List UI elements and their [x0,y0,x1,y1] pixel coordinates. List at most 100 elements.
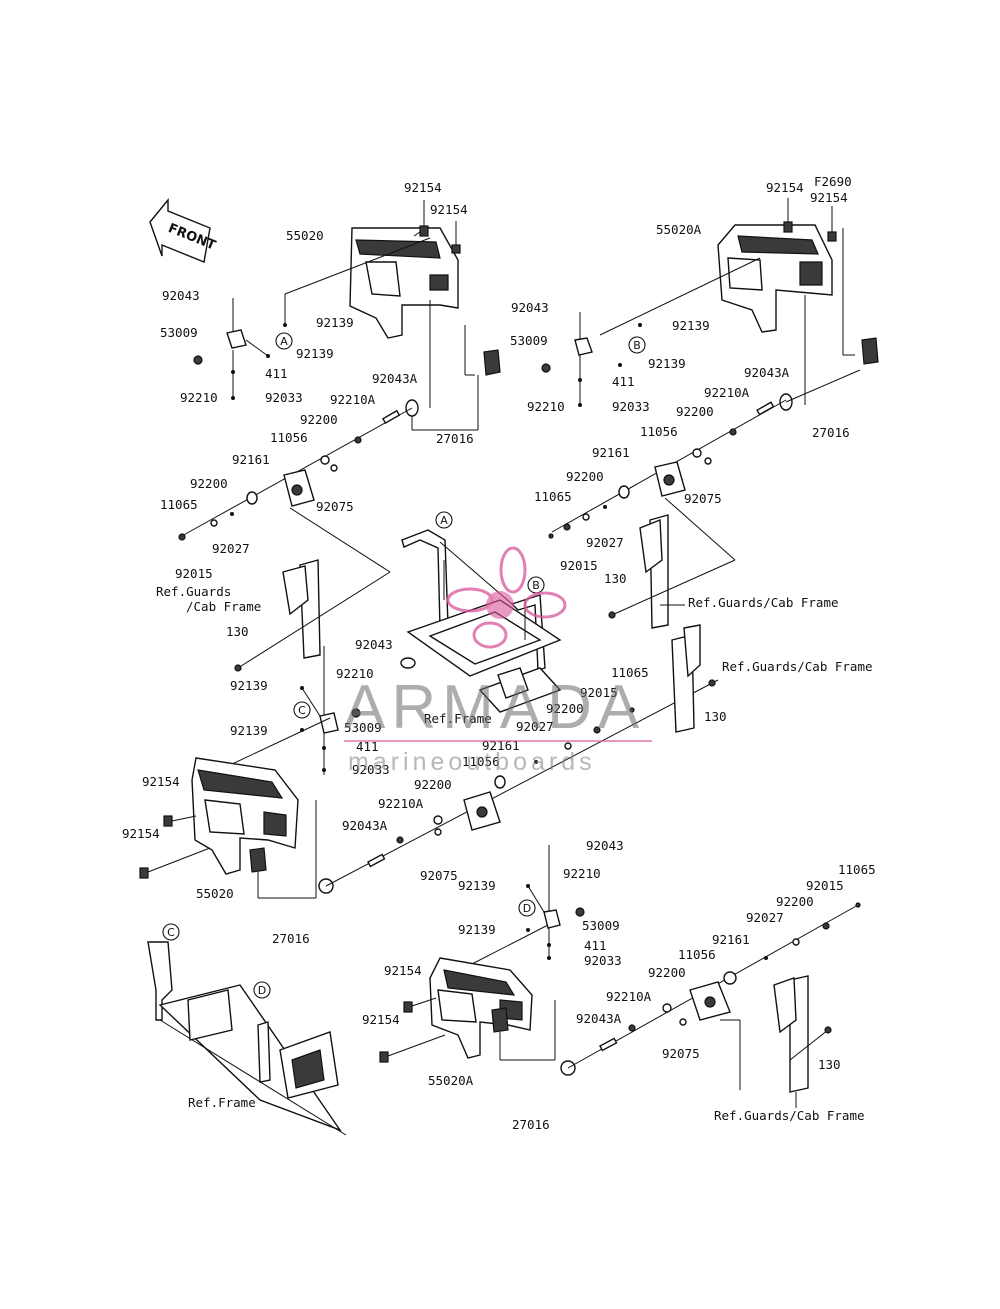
part-number-label: 53009 [510,333,548,348]
part-number-label: 55020A [428,1073,474,1088]
part-number-label: Ref.Frame [424,711,492,726]
part-number-label: 92161 [592,445,630,460]
callout-a-top: A [275,332,293,350]
part-number-label: 92043 [511,300,549,315]
part-number-label: 92139 [458,922,496,937]
group-middle-left [139,624,719,899]
part-number-label: 92139 [672,318,710,333]
part-number-label: 92210 [336,666,374,681]
housing-55020-top-left [349,227,459,339]
callout-b-frame: B [527,576,545,594]
part-number-label: 411 [584,938,607,953]
part-number-label: 92075 [420,868,458,883]
part-number-label: 92139 [296,346,334,361]
part-number-label: 27016 [272,931,310,946]
part-number-label: Ref.Guards/Cab Frame [714,1108,865,1123]
callout-a-frame: A [435,511,453,529]
part-number-label: 92043 [355,637,393,652]
part-number-label: 92139 [230,678,268,693]
frame-bottom-left [147,941,347,1136]
part-number-label: 92075 [684,491,722,506]
part-number-label: 11065 [160,497,198,512]
part-number-label: 130 [604,571,627,586]
part-number-label: 11065 [838,862,876,877]
part-number-label: 92033 [352,762,390,777]
part-number-label: /Cab Frame [186,599,261,614]
part-number-label: 92210 [180,390,218,405]
svg-text:D: D [523,902,531,915]
part-number-label: 92200 [414,777,452,792]
part-number-label: 55020 [196,886,234,901]
part-number-label: 92027 [746,910,784,925]
part-number-label: 411 [356,739,379,754]
part-number-label: 92043A [576,1011,622,1026]
part-number-label: 55020A [656,222,702,237]
group-bottom-right [379,845,861,1108]
callout-d-bottom: D [253,981,271,999]
svg-text:C: C [167,926,175,939]
svg-text:B: B [532,579,540,592]
part-number-label: 92210A [378,796,424,811]
part-number-label: 92043A [744,365,790,380]
part-number-label: 92154 [142,774,180,789]
guard-ref-top-right [608,497,736,629]
part-number-label: 92043 [586,838,624,853]
part-number-label: 92015 [806,878,844,893]
watermark-title: ARMADA [344,673,645,742]
part-number-label: Ref.Guards/Cab Frame [722,659,873,674]
svg-text:B: B [633,339,641,352]
part-number-label: 92154 [404,180,442,195]
part-number-label: 92027 [586,535,624,550]
svg-text:C: C [298,704,306,717]
part-number-label: 92210A [330,392,376,407]
part-number-label: 11056 [678,947,716,962]
part-number-label: 92154 [430,202,468,217]
part-number-label: Ref.Guards [156,584,231,599]
part-number-label: Ref.Guards/Cab Frame [688,595,839,610]
part-number-label: 92027 [516,719,554,734]
part-number-label: 11056 [270,430,308,445]
part-number-label: 92033 [584,953,622,968]
part-number-label: Ref.Frame [188,1095,256,1110]
part-number-label: 92075 [316,499,354,514]
part-number-label: 92043 [162,288,200,303]
part-number-label: 27016 [436,431,474,446]
guard-ref-top-left [234,507,391,672]
part-number-label: 411 [265,366,288,381]
watermark-logo: ARMADA marineoutboards [344,546,652,776]
part-number-label: 92043A [372,371,418,386]
watermark-subtitle: marineoutboards [348,748,596,776]
svg-text:A: A [440,514,448,527]
part-number-label: 92139 [230,723,268,738]
part-number-label: 92200 [300,412,338,427]
part-number-label: 11065 [611,665,649,680]
part-number-label: 92139 [458,878,496,893]
part-number-label: 92161 [712,932,750,947]
part-number-label: 92154 [384,963,422,978]
group-top-right [541,198,879,629]
part-number-label: 11065 [534,489,572,504]
part-number-label: 92027 [212,541,250,556]
part-number-label: 92139 [648,356,686,371]
part-number-label: 92154 [122,826,160,841]
part-number-label: 27016 [812,425,850,440]
part-number-label: 27016 [512,1117,550,1132]
part-number-label: 53009 [582,918,620,933]
part-number-label: 92139 [316,315,354,330]
part-number-label: 92210 [527,399,565,414]
part-number-label: 411 [612,374,635,389]
svg-text:A: A [280,335,288,348]
part-number-label: 53009 [344,720,382,735]
guard-ref-bottom-right [720,975,832,1108]
part-number-label: 130 [704,709,727,724]
callout-c-bottom: C [162,923,180,941]
part-number-label: 92043A [342,818,388,833]
part-number-label: 92015 [560,558,598,573]
part-number-label: 92200 [566,469,604,484]
part-number-label: 92200 [676,404,714,419]
part-number-label: 92210A [704,385,750,400]
part-number-label: 92154 [362,1012,400,1027]
part-number-label: 11056 [462,754,500,769]
